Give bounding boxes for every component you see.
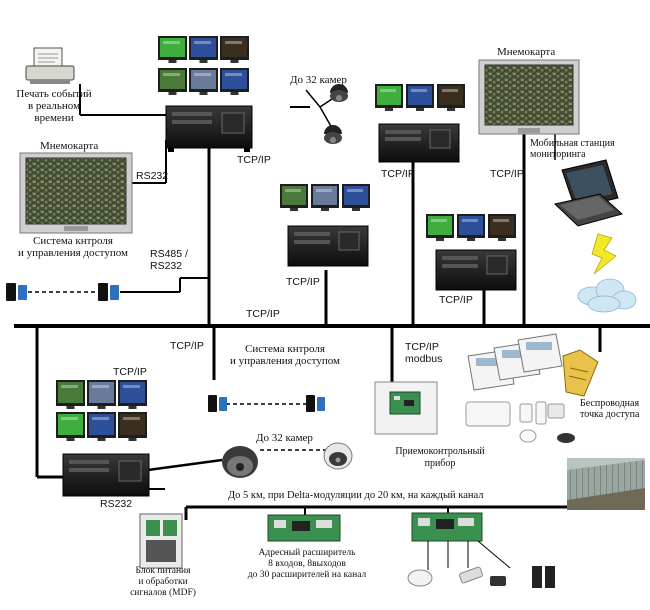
tcpip-top-label: TCP/IP — [237, 154, 271, 166]
monitor-icon — [342, 184, 370, 211]
monitor-icon — [56, 412, 85, 441]
dome-camera-icon — [330, 84, 348, 102]
monitor-icon — [280, 184, 308, 211]
mnemo-display-left — [19, 152, 133, 234]
wireless-ap-label: Беспроводная точка доступа — [580, 398, 640, 420]
control-panel-label: Приемоконтрольный прибор — [395, 446, 485, 469]
address-expander-label: Адресный расширитель 8 входов, 8выходов … — [247, 548, 367, 580]
power-supply-block-icon — [139, 513, 183, 569]
monitor-icon — [87, 380, 116, 409]
tcpip-bus-label: TCP/IP — [246, 308, 280, 320]
monitor-icon — [375, 84, 403, 111]
rs232-top-label: RS232 — [136, 170, 169, 182]
cameras-top-label: До 32 камер — [290, 74, 347, 86]
dome-camera-icon — [324, 125, 342, 144]
distance-label: До 5 км, при Delta-модуляции до 20 км, н… — [228, 490, 484, 501]
monitor-icon — [189, 68, 218, 95]
printer-icon — [25, 47, 75, 84]
monitor-icon — [488, 214, 516, 241]
sensor-devices — [407, 566, 555, 588]
tcpip-mobile-label: TCP/IP — [490, 168, 524, 180]
server-bottom-left — [62, 453, 150, 497]
monitor-icon — [220, 36, 249, 63]
cloud-icon — [577, 278, 637, 313]
mnemo-right-label: Мнемокарта — [497, 46, 556, 58]
power-block-label: Блок питания и обработки сигналов (MDF) — [130, 566, 196, 598]
monitor-icon — [437, 84, 465, 111]
wireless-signal-icon — [591, 233, 617, 275]
card-reader-icon — [208, 395, 227, 412]
perimeter-fence-photo — [567, 458, 645, 510]
monitor-icon — [118, 412, 147, 441]
laptop-icon — [553, 159, 624, 227]
address-expander-board — [267, 514, 341, 542]
monitor-icon — [426, 214, 454, 241]
mnemo-left-label: Мнемокарта — [40, 140, 99, 152]
server-right — [378, 123, 460, 163]
monitor-groups — [56, 36, 516, 441]
tcpip-lower-b-label: TCP/IP — [113, 366, 147, 378]
monitor-icon — [118, 380, 147, 409]
monitor-icon — [189, 36, 218, 63]
monitor-icon — [220, 68, 249, 95]
card-reader-icon — [306, 395, 325, 412]
card-reader-icon — [98, 283, 119, 301]
server-center — [287, 225, 369, 267]
server-right-low — [435, 249, 517, 291]
rs232-bottom-label: RS232 — [100, 498, 133, 510]
rs485-label: RS485 / RS232 — [150, 248, 188, 272]
access-left-label: Система кнтроля и управления доступом — [18, 235, 128, 259]
control-panel-icon — [374, 381, 438, 435]
monitor-icon — [406, 84, 434, 111]
access-center-label: Система кнтроля и управления доступом — [230, 343, 340, 367]
dome-camera-icon — [323, 442, 353, 470]
monitor-icon — [158, 36, 187, 63]
mnemo-display-right — [478, 59, 580, 135]
cameras-bottom-label: До 32 камер — [256, 432, 313, 444]
address-expander-board — [411, 512, 483, 542]
dashed-links — [28, 291, 328, 451]
monitor-icon — [87, 412, 116, 441]
keypad-icon — [467, 333, 563, 391]
dome-camera-icon — [222, 446, 258, 478]
mobile-station-label: Мобильная станция мониторинга — [530, 138, 615, 160]
tcpip-lower-a-label: TCP/IP — [170, 340, 204, 352]
card-reader-icon — [6, 283, 27, 301]
monitor-icon — [311, 184, 339, 211]
monitor-icon — [56, 380, 85, 409]
wireless-access-point-icon — [562, 349, 599, 397]
monitor-icon — [158, 68, 187, 95]
tcpip-right-label: TCP/IP — [381, 168, 415, 180]
server-top-left — [165, 105, 253, 152]
monitor-icon — [457, 214, 485, 241]
tcpip-right-low-label: TCP/IP — [439, 294, 473, 306]
motion-sensor-icon — [465, 401, 575, 443]
print-events-label: Печать событий в реальном времени — [16, 88, 92, 124]
tcpip-modbus-label: TCP/IP modbus — [405, 341, 443, 365]
tcpip-center-label: TCP/IP — [286, 276, 320, 288]
